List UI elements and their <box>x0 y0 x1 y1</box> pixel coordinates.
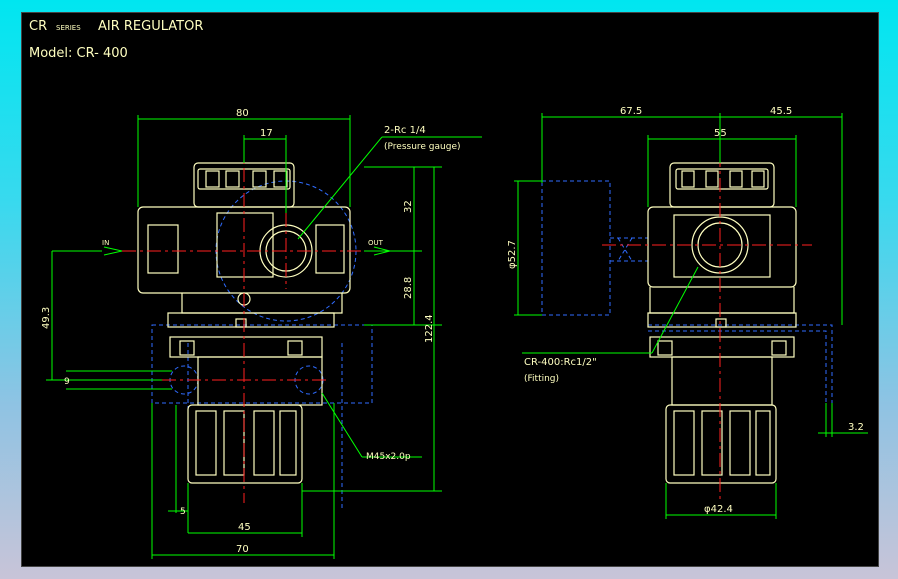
dim-offset-small: 5 <box>180 507 186 517</box>
dim-bracket-thickness: 3.2 <box>848 422 864 433</box>
dim-gauge-dia: φ52.7 <box>507 240 518 269</box>
in-arrow <box>103 246 123 256</box>
body-recess <box>216 212 274 278</box>
knob-rib <box>195 410 217 476</box>
in-port-face <box>147 224 179 274</box>
fitting-note-label: (Fitting) <box>524 374 559 384</box>
front-dimension-text: 80 17 32 28.8 122.4 49.3 9 5 45 70 IN OU… <box>41 108 461 555</box>
side-centerlines <box>602 153 812 503</box>
dim-knob-width: 45 <box>238 522 251 533</box>
cap-slot <box>225 170 240 188</box>
nut-slot <box>287 340 303 356</box>
dim-height-left: 49.3 <box>41 307 52 329</box>
in-label: IN <box>102 239 109 247</box>
knob-rib <box>279 410 297 476</box>
dim-height-mid: 28.8 <box>403 277 414 299</box>
dim-gauge-offset: 67.5 <box>620 106 642 117</box>
side-hidden-lines <box>541 180 833 403</box>
side-body <box>647 162 797 484</box>
side-knob <box>665 404 777 484</box>
front-view: 80 17 32 28.8 122.4 49.3 9 5 45 70 IN OU… <box>41 108 482 559</box>
side-view: 67.5 45.5 55 φ52.7 φ42.4 3.2 CR-400:Rc1/… <box>507 106 868 519</box>
bracket-hidden <box>151 324 373 404</box>
bracket-hidden-side-inner <box>648 330 827 403</box>
title-series: SERIES <box>56 24 81 32</box>
dim-height-upper: 32 <box>403 200 414 213</box>
knob-rib <box>223 410 245 476</box>
gauge-note-label: (Pressure gauge) <box>384 142 461 152</box>
cap-slot <box>273 170 288 188</box>
bonnet-nut <box>169 336 323 358</box>
cap-slot <box>252 170 267 188</box>
title-block: CR SERIES AIR REGULATOR Model: CR- 400 <box>29 19 203 61</box>
knob-rib <box>253 410 275 476</box>
side-main-body <box>647 206 797 288</box>
knob <box>187 404 303 484</box>
dim-height-total: 122.4 <box>424 314 435 343</box>
drawing-frame: CR SERIES AIR REGULATOR Model: CR- 400 <box>21 12 879 567</box>
thread-label: M45x2.0p <box>366 452 411 462</box>
title-name: AIR REGULATOR <box>98 19 203 34</box>
out-arrow <box>373 246 391 256</box>
dim-body-offset: 45.5 <box>770 106 792 117</box>
bonnet-flange <box>167 312 335 328</box>
dim-thread-pitch: 9 <box>64 377 70 387</box>
model-label: Model: CR- 400 <box>29 46 128 61</box>
nut-slot <box>179 340 195 356</box>
dim-base-width: 70 <box>236 544 249 555</box>
front-centerlines <box>122 143 392 503</box>
dim-knob-dia: φ42.4 <box>704 504 733 515</box>
out-label: OUT <box>368 239 384 247</box>
body-lower <box>181 293 343 314</box>
cap-slot <box>205 170 220 188</box>
front-hidden-lines <box>151 180 373 511</box>
gauge-hidden <box>541 180 611 316</box>
dim-width-top: 80 <box>236 108 249 119</box>
bracket-hidden-side <box>648 324 833 403</box>
bonnet-key <box>235 318 247 328</box>
out-port-face <box>315 224 345 274</box>
dim-body-width: 55 <box>714 128 727 139</box>
side-dimension-text: 67.5 45.5 55 φ52.7 φ42.4 3.2 CR-400:Rc1/… <box>507 106 864 515</box>
fitting-label: CR-400:Rc1/2" <box>524 357 597 368</box>
gauge-port-label: 2-Rc 1/4 <box>384 125 426 136</box>
front-dimensions <box>46 115 482 559</box>
spring-housing <box>197 356 323 406</box>
front-body <box>137 162 351 484</box>
cad-drawing: CR SERIES AIR REGULATOR Model: CR- 400 <box>29 19 868 559</box>
dim-port-spacing: 17 <box>260 128 273 139</box>
side-dimensions <box>514 113 868 519</box>
title-prefix: CR <box>29 19 47 34</box>
